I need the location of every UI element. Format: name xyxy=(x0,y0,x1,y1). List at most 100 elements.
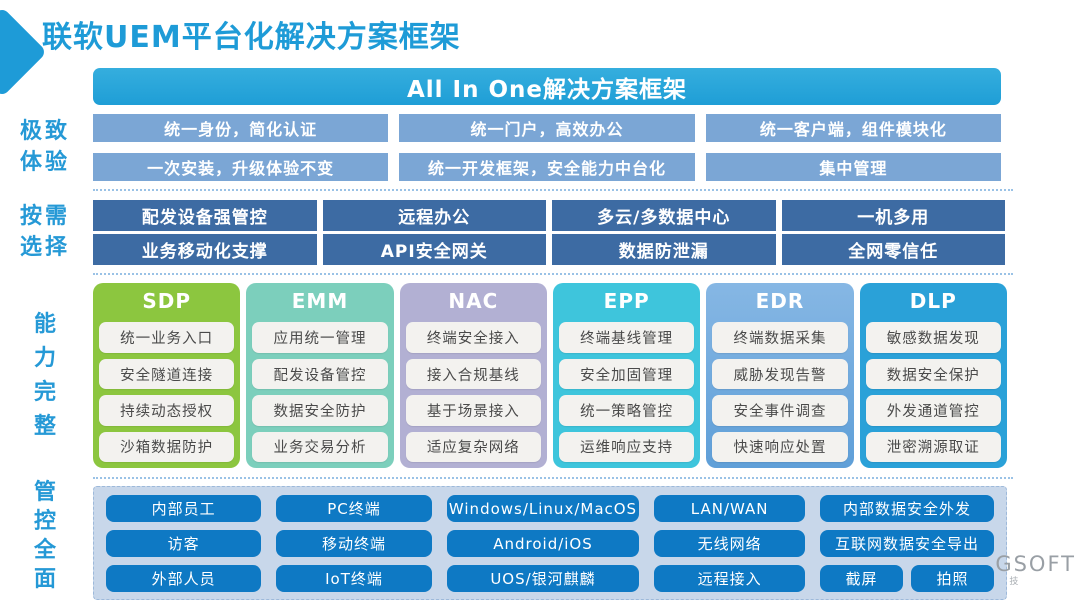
management-box: 访客 xyxy=(106,530,262,557)
capability-column-title: SDP xyxy=(142,288,191,313)
management-column-devices: PC终端 移动终端 IoT终端 xyxy=(276,495,432,592)
management-column-users: 内部员工 访客 外部人员 xyxy=(106,495,262,592)
section-label-char: 面 xyxy=(33,567,56,592)
dotted-separator xyxy=(93,273,1013,275)
section-label-char: 完 xyxy=(33,380,56,405)
management-column-network: LAN/WAN 无线网络 远程接入 xyxy=(654,495,805,592)
capability-item: 泄密溯源取证 xyxy=(865,431,1001,463)
management-box: PC终端 xyxy=(276,495,432,522)
capability-item: 接入合规基线 xyxy=(405,358,541,390)
capability-item: 终端安全接入 xyxy=(405,322,541,353)
section-label-char: 管 xyxy=(33,480,56,505)
capability-item: 安全隧道连接 xyxy=(99,358,235,390)
capability-column-dlp: DLP 敏感数据发现 数据安全保护 外发通道管控 泄密溯源取证 xyxy=(859,283,1007,468)
decorative-arrow-icon xyxy=(0,6,48,98)
dotted-separator xyxy=(93,477,1013,479)
management-box: 移动终端 xyxy=(276,530,432,557)
capability-column-title: NAC xyxy=(448,288,499,313)
on-demand-box: 多云/多数据中心 xyxy=(552,200,776,231)
management-box: 无线网络 xyxy=(654,530,805,557)
section-label-char: 力 xyxy=(33,346,56,371)
section-label-line: 体验 xyxy=(19,150,70,175)
section-label-char: 全 xyxy=(33,538,56,563)
capability-item: 持续动态授权 xyxy=(99,395,235,426)
capability-item: 沙箱数据防护 xyxy=(99,431,235,463)
capability-item: 业务交易分析 xyxy=(252,431,388,463)
capability-column-edr: EDR 终端数据采集 威胁发现告警 安全事件调查 快速响应处置 xyxy=(706,283,854,468)
management-box: 外部人员 xyxy=(106,565,262,592)
capability-item: 外发通道管控 xyxy=(865,395,1001,426)
on-demand-box: 业务移动化支撑 xyxy=(93,234,317,265)
capability-item: 基于场景接入 xyxy=(405,395,541,426)
management-box: 拍照 xyxy=(911,565,994,592)
on-demand-box: 数据防泄漏 xyxy=(552,234,776,265)
capability-item: 运维响应支持 xyxy=(558,431,695,463)
capability-item: 安全加固管理 xyxy=(558,358,695,390)
experience-row-2: 一次安装，升级体验不变 统一开发框架，安全能力中台化 集中管理 xyxy=(93,153,1001,181)
experience-box: 集中管理 xyxy=(705,153,1001,181)
capability-column-title: EPP xyxy=(603,288,650,313)
on-demand-row-1: 配发设备强管控 远程办公 多云/多数据中心 一机多用 xyxy=(93,200,1005,231)
capability-column-emm: EMM 应用统一管理 配发设备管控 数据安全防护 业务交易分析 xyxy=(246,283,394,468)
vendor-watermark-subtext: 技 xyxy=(1009,577,1019,587)
management-box: UOS/银河麒麟 xyxy=(446,565,640,592)
on-demand-box: 一机多用 xyxy=(781,200,1005,231)
capability-item: 适应复杂网络 xyxy=(405,431,541,463)
page-title: 联软UEM平台化解决方案框架 xyxy=(42,20,461,55)
capability-column-title: DLP xyxy=(909,288,957,313)
management-split-row: 截屏 拍照 xyxy=(820,565,994,592)
capability-column-nac: NAC 终端安全接入 接入合规基线 基于场景接入 适应复杂网络 xyxy=(399,283,547,468)
capability-column-epp: EPP 终端基线管理 安全加固管理 统一策略管控 运维响应支持 xyxy=(552,283,701,468)
capability-column-title: EDR xyxy=(755,288,805,313)
capability-item: 数据安全防护 xyxy=(252,395,388,426)
experience-box: 统一门户，高效办公 xyxy=(399,114,695,142)
management-box: 互联网数据安全导出 xyxy=(820,530,994,557)
capability-item: 快速响应处置 xyxy=(712,431,848,463)
on-demand-box: API安全网关 xyxy=(322,234,546,265)
capability-item: 安全事件调查 xyxy=(712,395,848,426)
section-label-line: 按需 xyxy=(19,204,70,229)
section-label-line: 选择 xyxy=(19,235,70,260)
management-column-os: Windows/Linux/MacOS Android/iOS UOS/银河麒麟 xyxy=(446,495,640,592)
capability-item: 终端基线管理 xyxy=(558,322,695,353)
section-label-char: 整 xyxy=(33,414,56,439)
on-demand-box: 全网零信任 xyxy=(781,234,1005,265)
vendor-watermark: GSOFT 技 xyxy=(995,552,1076,591)
capability-item: 终端数据采集 xyxy=(712,322,848,353)
capability-column-sdp: SDP 统一业务入口 安全隧道连接 持续动态授权 沙箱数据防护 xyxy=(93,283,241,468)
experience-row-1: 统一身份，简化认证 统一门户，高效办公 统一客户端，组件模块化 xyxy=(93,114,1001,142)
vendor-watermark-text: GSOFT xyxy=(995,552,1076,576)
capability-item: 应用统一管理 xyxy=(252,322,388,353)
management-box: IoT终端 xyxy=(276,565,432,592)
capability-item: 配发设备管控 xyxy=(252,358,388,390)
management-box: 截屏 xyxy=(820,565,903,592)
on-demand-row-2: 业务移动化支撑 API安全网关 数据防泄漏 全网零信任 xyxy=(93,234,1005,265)
experience-box: 一次安装，升级体验不变 xyxy=(93,153,389,181)
management-box: 内部数据安全外发 xyxy=(820,495,994,522)
section-label-on-demand: 按需 选择 xyxy=(0,201,90,263)
management-box: Windows/Linux/MacOS xyxy=(446,495,640,522)
experience-box: 统一客户端，组件模块化 xyxy=(705,114,1001,142)
management-box: 远程接入 xyxy=(654,565,805,592)
management-panel: 内部员工 访客 外部人员 PC终端 移动终端 IoT终端 Windows/Lin… xyxy=(93,486,1007,600)
section-label-experience: 极致 体验 xyxy=(0,116,90,178)
dotted-separator xyxy=(93,189,1013,191)
section-label-line: 极致 xyxy=(19,119,70,144)
management-box: Android/iOS xyxy=(446,530,640,557)
management-box: 内部员工 xyxy=(106,495,262,522)
section-label-char: 控 xyxy=(33,509,56,534)
experience-box: 统一开发框架，安全能力中台化 xyxy=(399,153,695,181)
experience-box: 统一身份，简化认证 xyxy=(93,114,389,142)
capability-item: 统一业务入口 xyxy=(99,322,235,353)
on-demand-box: 远程办公 xyxy=(322,200,546,231)
capability-item: 敏感数据发现 xyxy=(865,322,1001,353)
capability-column-title: EMM xyxy=(291,288,349,313)
section-label-capabilities: 能 力 完 整 xyxy=(0,308,90,444)
management-column-data-out: 内部数据安全外发 互联网数据安全导出 截屏 拍照 xyxy=(820,495,994,592)
capability-item: 数据安全保护 xyxy=(865,358,1001,390)
section-label-management: 管 控 全 面 xyxy=(0,478,90,594)
on-demand-box: 配发设备强管控 xyxy=(93,200,317,231)
capability-item: 威胁发现告警 xyxy=(712,358,848,390)
capability-item: 统一策略管控 xyxy=(558,395,695,426)
